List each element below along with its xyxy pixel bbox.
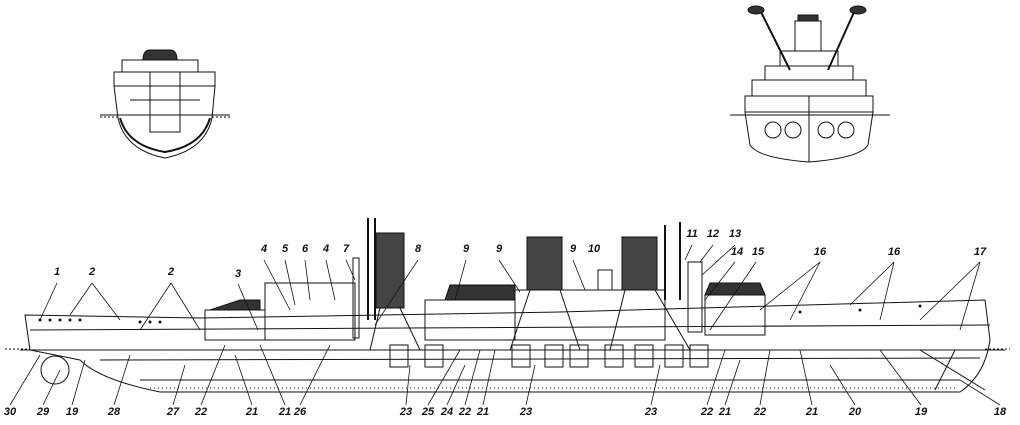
callout-label: 11: [686, 228, 698, 240]
callout-label: 7: [342, 243, 350, 255]
callout-label: 2: [88, 266, 96, 278]
callout-label: 14: [730, 246, 744, 258]
callout-label: 18: [993, 406, 1007, 418]
callout-label: 17: [973, 246, 987, 258]
callout-label: 2: [167, 266, 175, 278]
leader-lines: [9, 244, 1001, 406]
callout-label: 9: [569, 243, 577, 255]
callout-label: 23: [519, 406, 533, 418]
callout-label: 6: [301, 243, 309, 255]
callout-label: 28: [107, 406, 121, 418]
callout-label: 10: [587, 243, 601, 255]
callout-label: 29: [36, 406, 50, 418]
callout-label: 15: [751, 246, 765, 258]
callout-label: 13: [728, 228, 742, 240]
boiler-cross-section: [730, 5, 890, 163]
hull-profile: [5, 218, 1010, 393]
callout-label: 21: [718, 406, 732, 418]
callout-label: 1: [53, 266, 61, 278]
callout-label: 21: [245, 406, 259, 418]
callout-label: 5: [281, 243, 289, 255]
callout-label: 21: [805, 406, 819, 418]
callout-label: 27: [166, 406, 180, 418]
callout-label: 3: [234, 268, 242, 280]
callout-label: 9: [462, 243, 470, 255]
callout-label: 16: [813, 246, 827, 258]
callout-label: 12: [706, 228, 720, 240]
callout-label: 9: [495, 243, 503, 255]
stern-cross-section: [100, 49, 230, 159]
callout-label: 19: [914, 406, 928, 418]
callout-label: 8: [414, 243, 422, 255]
callout-label: 22: [458, 406, 472, 418]
callout-label: 24: [440, 406, 454, 418]
callout-label: 23: [399, 406, 413, 418]
callout-label: 21: [476, 406, 490, 418]
callout-label: 25: [421, 406, 435, 418]
callout-label: 22: [753, 406, 767, 418]
callout-label: 22: [700, 406, 714, 418]
callout-label: 26: [293, 406, 307, 418]
callout-label: 23: [644, 406, 658, 418]
callout-label: 16: [887, 246, 901, 258]
callout-label: 22: [194, 406, 208, 418]
callout-label: 4: [260, 243, 268, 255]
callout-label: 19: [65, 406, 79, 418]
callout-label: 21: [278, 406, 292, 418]
callout-label: 20: [848, 406, 862, 418]
callout-label: 30: [3, 406, 17, 418]
callout-label: 4: [322, 243, 330, 255]
